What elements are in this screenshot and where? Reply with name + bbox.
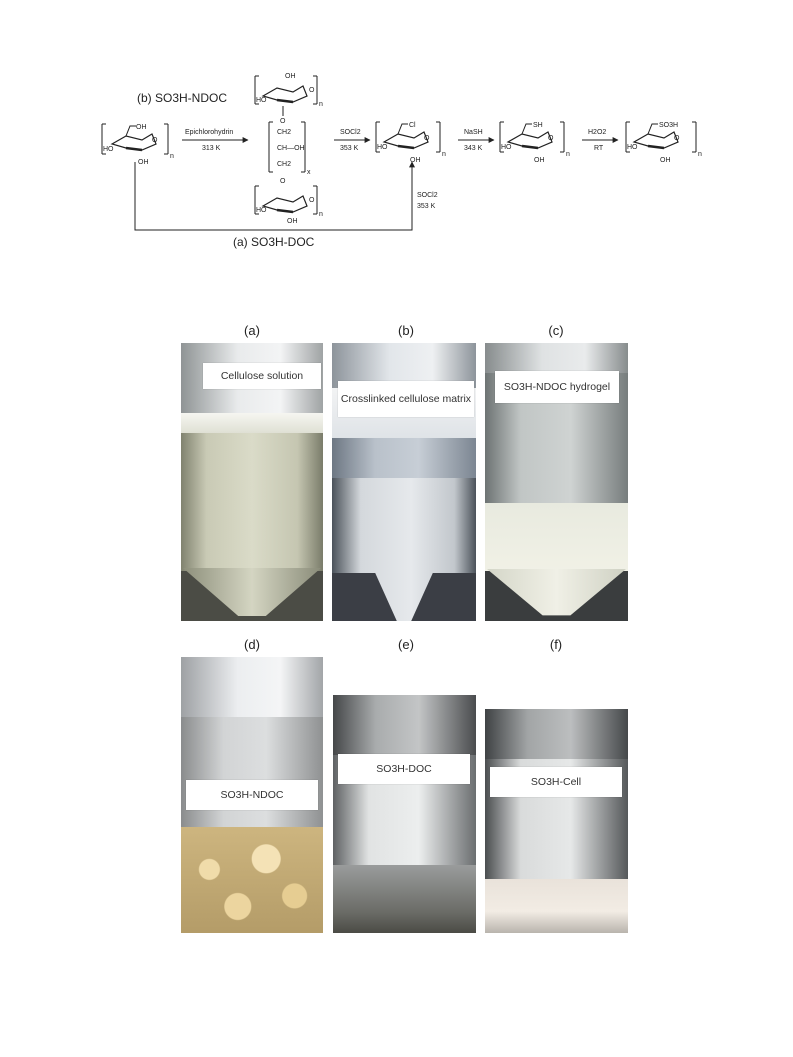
- panel-e-letter: (e): [398, 637, 414, 652]
- svg-text:n: n: [442, 151, 446, 158]
- panel-b-letter: (b): [398, 323, 414, 338]
- photo-cellulose-solution: [181, 343, 323, 621]
- reaction-scheme: (b) SO3H-NDOC OH HO OH O n Epichlorohydr…: [101, 73, 702, 249]
- chloro-cellulose: Cl HO OH O n: [375, 121, 446, 164]
- svg-text:n: n: [170, 153, 174, 160]
- svg-text:H2O2: H2O2: [588, 129, 606, 136]
- svg-text:SOCl2: SOCl2: [417, 192, 438, 199]
- svg-text:O: O: [548, 135, 554, 142]
- svg-text:OH: OH: [287, 218, 298, 225]
- svg-text:OH: OH: [410, 157, 421, 164]
- svg-text:O: O: [309, 197, 315, 204]
- svg-text:Cl: Cl: [409, 122, 416, 129]
- svg-text:O: O: [152, 137, 158, 144]
- svg-text:n: n: [566, 151, 570, 158]
- label-so3h-cell: SO3H-Cell: [490, 767, 622, 797]
- svg-text:OH: OH: [136, 124, 147, 131]
- panel-d-letter: (d): [244, 637, 260, 652]
- svg-text:O: O: [674, 135, 680, 142]
- sulfonated-cellulose: SO3H HO OH O n: [625, 121, 702, 164]
- svg-text:n: n: [319, 101, 323, 108]
- svg-text:O: O: [280, 118, 286, 125]
- svg-text:x: x: [307, 169, 311, 176]
- svg-text:HO: HO: [627, 144, 638, 151]
- svg-text:NaSH: NaSH: [464, 129, 483, 136]
- panel-f-letter: (f): [549, 637, 563, 652]
- svg-text:353 K: 353 K: [340, 145, 359, 152]
- photo-so3h-doc: [333, 657, 476, 933]
- svg-text:HO: HO: [103, 146, 114, 153]
- svg-text:O: O: [309, 87, 315, 94]
- svg-text:n: n: [319, 211, 323, 218]
- svg-text:SO3H: SO3H: [659, 122, 678, 129]
- svg-text:353 K: 353 K: [417, 203, 436, 210]
- svg-text:RT: RT: [594, 145, 604, 152]
- svg-text:OH: OH: [285, 73, 296, 80]
- reagent-epichlorohydrin: Epichlorohydrin: [185, 129, 233, 136]
- svg-text:CH2: CH2: [277, 161, 291, 168]
- label-cellulose-solution: Cellulose solution: [203, 363, 321, 389]
- svg-text:O: O: [424, 135, 430, 142]
- panel-c-letter: (c): [548, 323, 564, 338]
- svg-text:HO: HO: [501, 144, 512, 151]
- svg-text:n: n: [698, 151, 702, 158]
- label-so3h-doc: SO3H-DOC: [338, 754, 470, 784]
- svg-text:CH2: CH2: [277, 129, 291, 136]
- cellulose-structure: OH HO OH O n: [101, 123, 174, 166]
- panel-a-letter: (a): [244, 323, 260, 338]
- thiol-cellulose: SH HO OH O n: [499, 121, 570, 164]
- label-hydrogel: SO3H-NDOC hydrogel: [495, 371, 619, 403]
- svg-text:SH: SH: [533, 122, 543, 129]
- svg-text:O: O: [280, 178, 286, 185]
- svg-text:CH—OH: CH—OH: [277, 145, 305, 152]
- scheme-label-b: (b) SO3H-NDOC: [137, 91, 227, 105]
- svg-text:HO: HO: [256, 207, 267, 214]
- svg-text:HO: HO: [377, 144, 388, 151]
- svg-text:OH: OH: [534, 157, 545, 164]
- svg-text:HO: HO: [256, 97, 267, 104]
- scheme-label-a: (a) SO3H-DOC: [233, 235, 315, 249]
- svg-text:OH: OH: [660, 157, 671, 164]
- svg-text:OH: OH: [138, 159, 149, 166]
- route-a-line: [134, 161, 415, 231]
- crosslinked-structure: OH HO O n O CH2 CH—OH CH2 x O HO OH O n: [254, 73, 323, 225]
- label-crosslinked-matrix: Crosslinked cellulose matrix: [338, 381, 474, 417]
- svg-text:343 K: 343 K: [464, 145, 483, 152]
- label-so3h-ndoc: SO3H-NDOC: [186, 780, 318, 810]
- svg-text:SOCl2: SOCl2: [340, 129, 361, 136]
- temp-313: 313 K: [202, 145, 221, 152]
